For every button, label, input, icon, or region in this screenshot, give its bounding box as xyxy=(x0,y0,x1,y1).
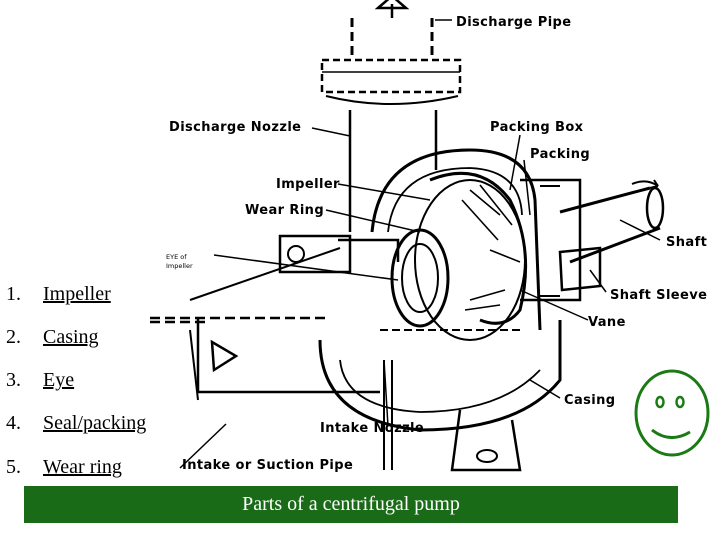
intake-pipe xyxy=(150,316,330,324)
flow-up-arrow xyxy=(374,0,410,18)
label-wear-ring: Wear Ring xyxy=(245,203,324,218)
shaft xyxy=(559,186,661,264)
label-shaft-sleeve: Shaft Sleeve xyxy=(610,288,707,303)
label-shaft: Shaft xyxy=(666,235,707,250)
parts-list-item: 5. Wear ring xyxy=(6,456,122,479)
caption-banner: Parts of a centrifugal pump xyxy=(24,486,678,523)
label-discharge-nozzle: Discharge Nozzle xyxy=(169,120,301,135)
intake-flange xyxy=(278,234,352,274)
item-link-seal-packing[interactable]: Seal/packing xyxy=(43,412,147,434)
item-link-eye[interactable]: Eye xyxy=(43,369,75,391)
vanes xyxy=(461,184,521,311)
label-packing-box: Packing Box xyxy=(490,120,584,135)
parts-list-item: 1. Impeller xyxy=(6,283,111,306)
discharge-nozzle xyxy=(348,110,438,232)
label-packing: Packing xyxy=(530,147,590,162)
label-eye-of-impeller-line2: Impeller xyxy=(166,262,193,270)
casing-volute xyxy=(370,148,542,331)
item-number: 2. xyxy=(6,326,21,348)
item-link-impeller[interactable]: Impeller xyxy=(43,283,111,305)
item-link-casing[interactable]: Casing xyxy=(43,326,99,348)
label-eye-of-impeller-line1: EYE of xyxy=(166,253,187,261)
item-number: 4. xyxy=(6,412,21,434)
label-intake-nozzle: Intake Nozzle xyxy=(320,421,424,436)
label-impeller: Impeller xyxy=(276,177,340,192)
label-intake-pipe: Intake or Suction Pipe xyxy=(182,458,353,473)
label-vane: Vane xyxy=(588,315,626,330)
flow-in-arrow xyxy=(210,339,239,373)
caption-text: Parts of a centrifugal pump xyxy=(242,493,460,515)
item-number: 3. xyxy=(6,369,21,391)
item-number: 5. xyxy=(6,456,21,478)
smiley-face-icon xyxy=(634,369,710,457)
leader-lines xyxy=(179,19,661,469)
wear-ring xyxy=(401,243,439,313)
label-discharge-pipe: Discharge Pipe xyxy=(456,15,571,30)
packing-box xyxy=(520,178,582,302)
rotation-arrow xyxy=(631,179,659,189)
pump-stand xyxy=(450,409,522,472)
label-casing: Casing xyxy=(564,393,615,408)
parts-list-item: 4. Seal/packing xyxy=(6,412,146,435)
discharge-pipe xyxy=(350,18,434,56)
parts-list-item: 2. Casing xyxy=(6,326,99,349)
shaft-sleeve xyxy=(558,246,602,292)
parts-list-item: 3. Eye xyxy=(6,369,74,392)
discharge-flange xyxy=(320,58,462,94)
casing-bowl xyxy=(318,320,562,432)
item-link-wear-ring[interactable]: Wear ring xyxy=(43,456,122,478)
impeller-eye xyxy=(390,228,450,328)
item-number: 1. xyxy=(6,283,21,305)
